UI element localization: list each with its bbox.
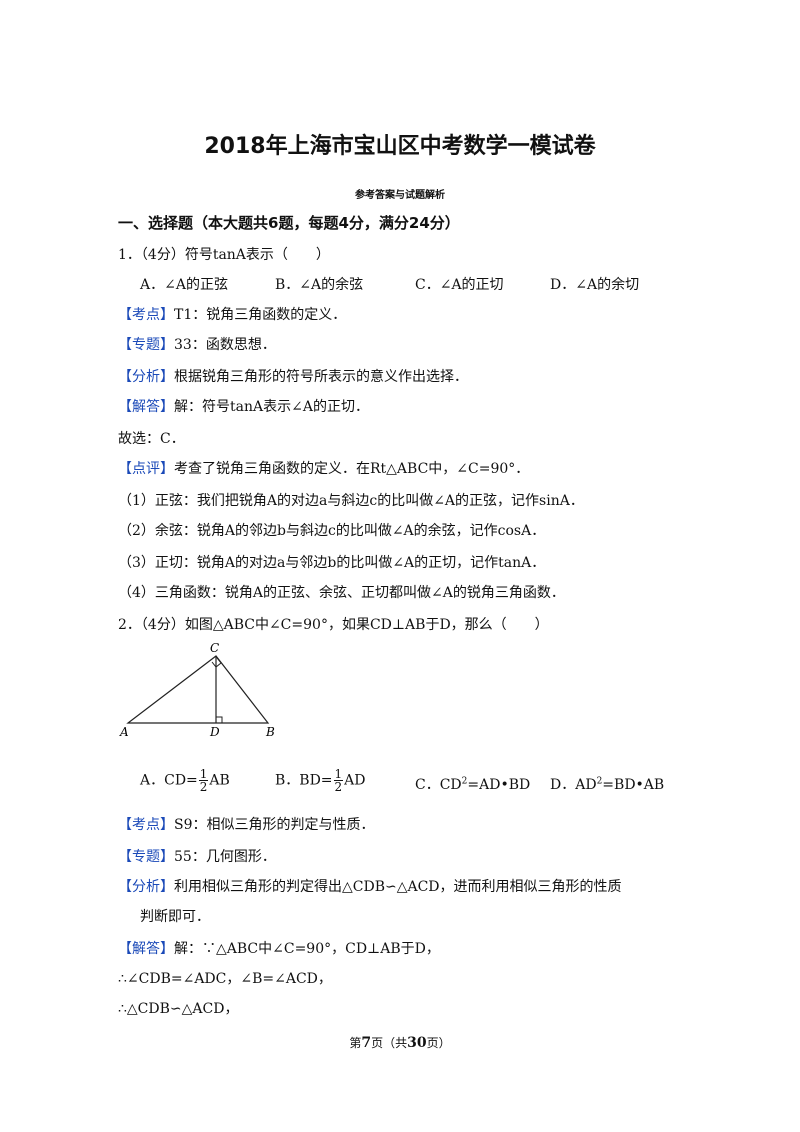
q2-step-1: ∴∠CDB=∠ADC，∠B=∠ACD， bbox=[118, 971, 332, 987]
q1-option-a: A．∠A的正弦 bbox=[140, 277, 228, 293]
zhuanti-tag: 【专题】 bbox=[118, 337, 174, 353]
triangle-abc bbox=[126, 655, 270, 724]
q1-note-4: （4）三角函数：锐角A的正弦、余弦、正切都叫做∠A的锐角三角函数． bbox=[118, 585, 565, 601]
kaodian-tag: 【考点】 bbox=[118, 307, 174, 323]
q1-fenxi: 【分析】根据锐角三角形的符号所表示的意义作出选择． bbox=[118, 369, 468, 385]
fenxi-tag: 【分析】 bbox=[118, 369, 174, 385]
q2-option-d: D．AD2=BD•AB bbox=[550, 776, 665, 793]
page-number: 7 bbox=[361, 1035, 372, 1051]
q2-jieda: 【解答】解：∵△ABC中∠C=90°，CD⊥AB于D， bbox=[118, 941, 440, 957]
q2-fenxi: 【分析】利用相似三角形的判定得出△CDB∽△ACD，进而利用相似三角形的性质 bbox=[118, 879, 622, 895]
q1-note-1: （1）正弦：我们把锐角A的对边a与斜边c的比叫做∠A的正弦，记作sinA． bbox=[118, 493, 584, 509]
q1-option-b: B．∠A的余弦 bbox=[275, 277, 364, 293]
q1-note-2: （2）余弦：锐角A的邻边b与斜边c的比叫做∠A的余弦，记作cosA． bbox=[118, 523, 546, 539]
q1-zhuanti: 【专题】33：函数思想． bbox=[118, 337, 276, 353]
label-c: C bbox=[210, 641, 219, 655]
kaodian-tag: 【考点】 bbox=[118, 817, 174, 833]
page-footer: 第7页（共30页） bbox=[349, 1035, 451, 1051]
q2-zhuanti: 【专题】55：几何图形． bbox=[118, 849, 276, 865]
label-d: D bbox=[209, 725, 220, 739]
section-heading: 一、选择题（本大题共6题，每题4分，满分24分） bbox=[118, 214, 460, 232]
q1-dianping: 【点评】考查了锐角三角函数的定义．在Rt△ABC中，∠C=90°． bbox=[118, 461, 530, 477]
jieda-tag: 【解答】 bbox=[118, 399, 174, 415]
q1-kaodian: 【考点】T1：锐角三角函数的定义． bbox=[118, 307, 347, 323]
label-a: A bbox=[119, 725, 129, 739]
q1-option-d: D．∠A的余切 bbox=[550, 277, 640, 293]
q1-guxuan: 故选：C． bbox=[118, 431, 185, 447]
q1-note-3: （3）正切：锐角A的对边a与邻边b的比叫做∠A的正切，记作tanA． bbox=[118, 555, 546, 571]
fenxi-tag: 【分析】 bbox=[118, 879, 174, 895]
q2-kaodian: 【考点】S9：相似三角形的判定与性质． bbox=[118, 817, 375, 833]
dianping-tag: 【点评】 bbox=[118, 461, 174, 477]
triangle-figure: C A D B bbox=[119, 641, 275, 739]
q2-stem: 2．（4分）如图△ABC中∠C=90°，如果CD⊥AB于D，那么（ ） bbox=[118, 617, 549, 633]
page-subtitle: 参考答案与试题解析 bbox=[355, 190, 445, 201]
label-b: B bbox=[265, 725, 275, 739]
jieda-tag: 【解答】 bbox=[118, 941, 174, 957]
right-angle-d bbox=[216, 716, 223, 723]
q1-stem: 1．（4分）符号tanA表示（ ） bbox=[118, 247, 330, 263]
q1-option-c: C．∠A的正切 bbox=[415, 277, 504, 293]
q2-option-c: C．CD2=AD•BD bbox=[415, 776, 531, 793]
q2-step-2: ∴△CDB∽△ACD， bbox=[118, 1001, 239, 1017]
q2-fenxi-cont: 判断即可． bbox=[140, 909, 210, 925]
right-angle-c bbox=[211, 657, 222, 668]
zhuanti-tag: 【专题】 bbox=[118, 849, 174, 865]
page-total: 30 bbox=[407, 1035, 427, 1051]
page-title: 2018年上海市宝山区中考数学一模试卷 bbox=[204, 134, 596, 159]
q1-jieda: 【解答】解：符号tanA表示∠A的正切． bbox=[118, 399, 369, 415]
